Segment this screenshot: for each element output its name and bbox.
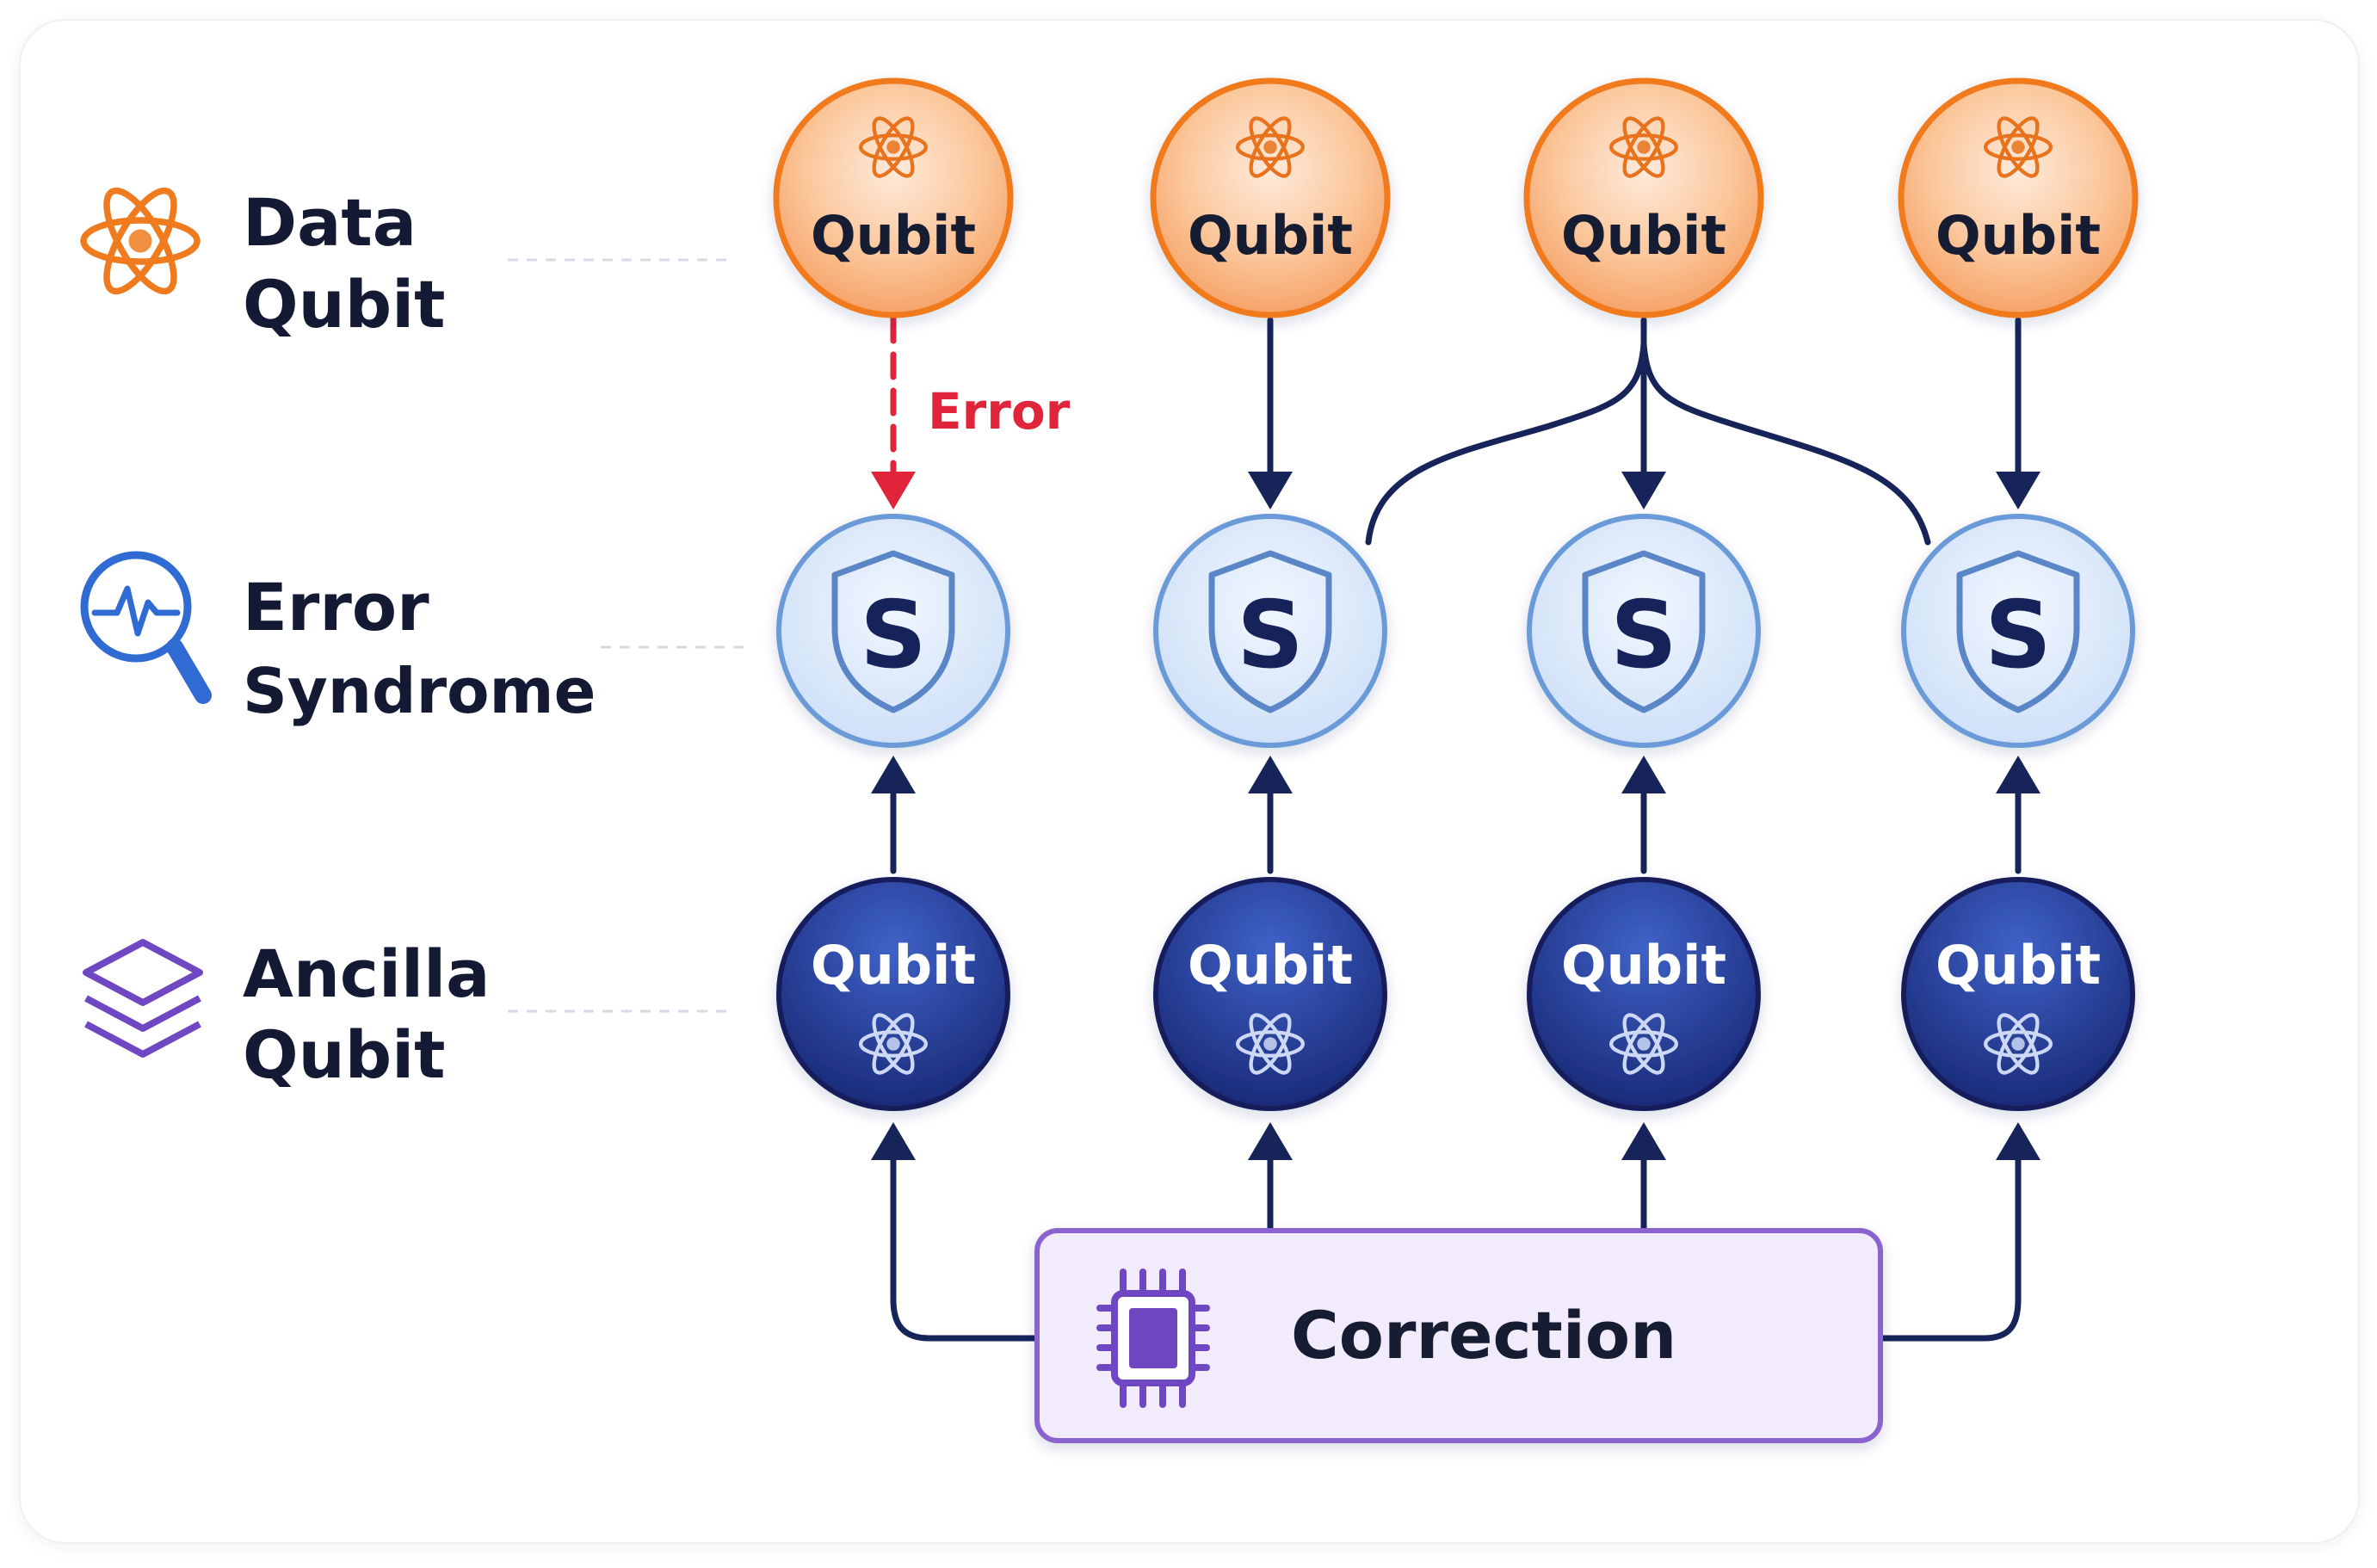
legend-data-qubit-line1: Data	[243, 184, 417, 261]
data-qubit-label: Qubit	[1936, 204, 2101, 267]
ancilla-qubit-row: Qubit Qubit Qubit Qubit	[776, 877, 2135, 1111]
shield-icon	[1956, 550, 2080, 713]
shield-icon	[1582, 550, 1706, 713]
correction-label: Correction	[1291, 1297, 1676, 1374]
ancilla-qubit-node[interactable]: Qubit	[1153, 877, 1387, 1111]
legend-data-qubit: Data Qubit	[83, 182, 727, 343]
branch-to-syndrome-4	[1640, 341, 1931, 546]
magnifier-pulse-icon	[80, 551, 212, 704]
legend-error-syndrome-line1: Error	[243, 569, 429, 645]
arrowhead	[1996, 472, 2041, 509]
syndrome-row: S S S S	[776, 514, 2135, 748]
legend-ancilla-qubit-line2: Qubit	[243, 1016, 446, 1093]
syndrome-node[interactable]: S	[1153, 514, 1387, 748]
data-qubit-row: Qubit Qubit Qubit Qubit	[773, 77, 2139, 318]
legend-error-syndrome-line2: Syndrome	[243, 655, 596, 727]
syndrome-label: S	[1610, 582, 1677, 689]
ancilla-to-syndrome-arrows	[871, 756, 2041, 874]
legend-data-qubit-line2: Qubit	[243, 266, 446, 343]
atom-icon	[83, 182, 197, 300]
ancilla-qubit-label: Qubit	[1936, 934, 2101, 997]
data-qubit-label: Qubit	[1561, 204, 1726, 267]
data-qubit-node[interactable]: Qubit	[1523, 77, 1764, 318]
chip-icon	[1096, 1269, 1210, 1408]
shield-icon	[831, 550, 955, 713]
connections	[871, 315, 2041, 1342]
data-qubit-label: Qubit	[1188, 204, 1353, 267]
syndrome-node[interactable]: S	[1527, 514, 1761, 748]
syndrome-node[interactable]: S	[1901, 514, 2135, 748]
ancilla-qubit-label: Qubit	[1188, 934, 1353, 997]
ancilla-qubit-label: Qubit	[1561, 934, 1726, 997]
legend-ancilla-qubit: Ancilla Qubit	[83, 935, 727, 1093]
error-arrowhead	[871, 472, 916, 509]
arrowhead	[1621, 472, 1666, 509]
ancilla-qubit-node[interactable]: Qubit	[1527, 877, 1761, 1111]
arrowhead	[1248, 472, 1293, 509]
ancilla-qubit-node[interactable]: Qubit	[1901, 877, 2135, 1111]
data-qubit-node[interactable]: Qubit	[1150, 77, 1391, 318]
layers-icon	[83, 939, 203, 1058]
correction-box[interactable]: Correction	[1034, 1228, 1883, 1443]
legend-ancilla-qubit-line1: Ancilla	[243, 935, 490, 1012]
syndrome-label: S	[1237, 582, 1304, 689]
data-qubit-node[interactable]: Qubit	[1898, 77, 2139, 318]
data-qubit-label: Qubit	[811, 204, 976, 267]
branch-to-syndrome-2	[1365, 341, 1647, 546]
syndrome-label: S	[1985, 582, 2052, 689]
syndrome-node[interactable]: S	[776, 514, 1010, 748]
legend: Data Qubit Error Syndrome Ancilla Qubit	[83, 182, 749, 1093]
syndrome-label: S	[860, 582, 927, 689]
error-label: Error	[928, 382, 1071, 441]
data-qubit-node[interactable]: Qubit	[773, 77, 1014, 318]
shield-icon	[1208, 550, 1332, 713]
ancilla-qubit-node[interactable]: Qubit	[776, 877, 1010, 1111]
ancilla-qubit-label: Qubit	[811, 934, 976, 997]
legend-error-syndrome: Error Syndrome	[80, 551, 749, 727]
correction-to-ancilla-arrows	[871, 1122, 2041, 1342]
